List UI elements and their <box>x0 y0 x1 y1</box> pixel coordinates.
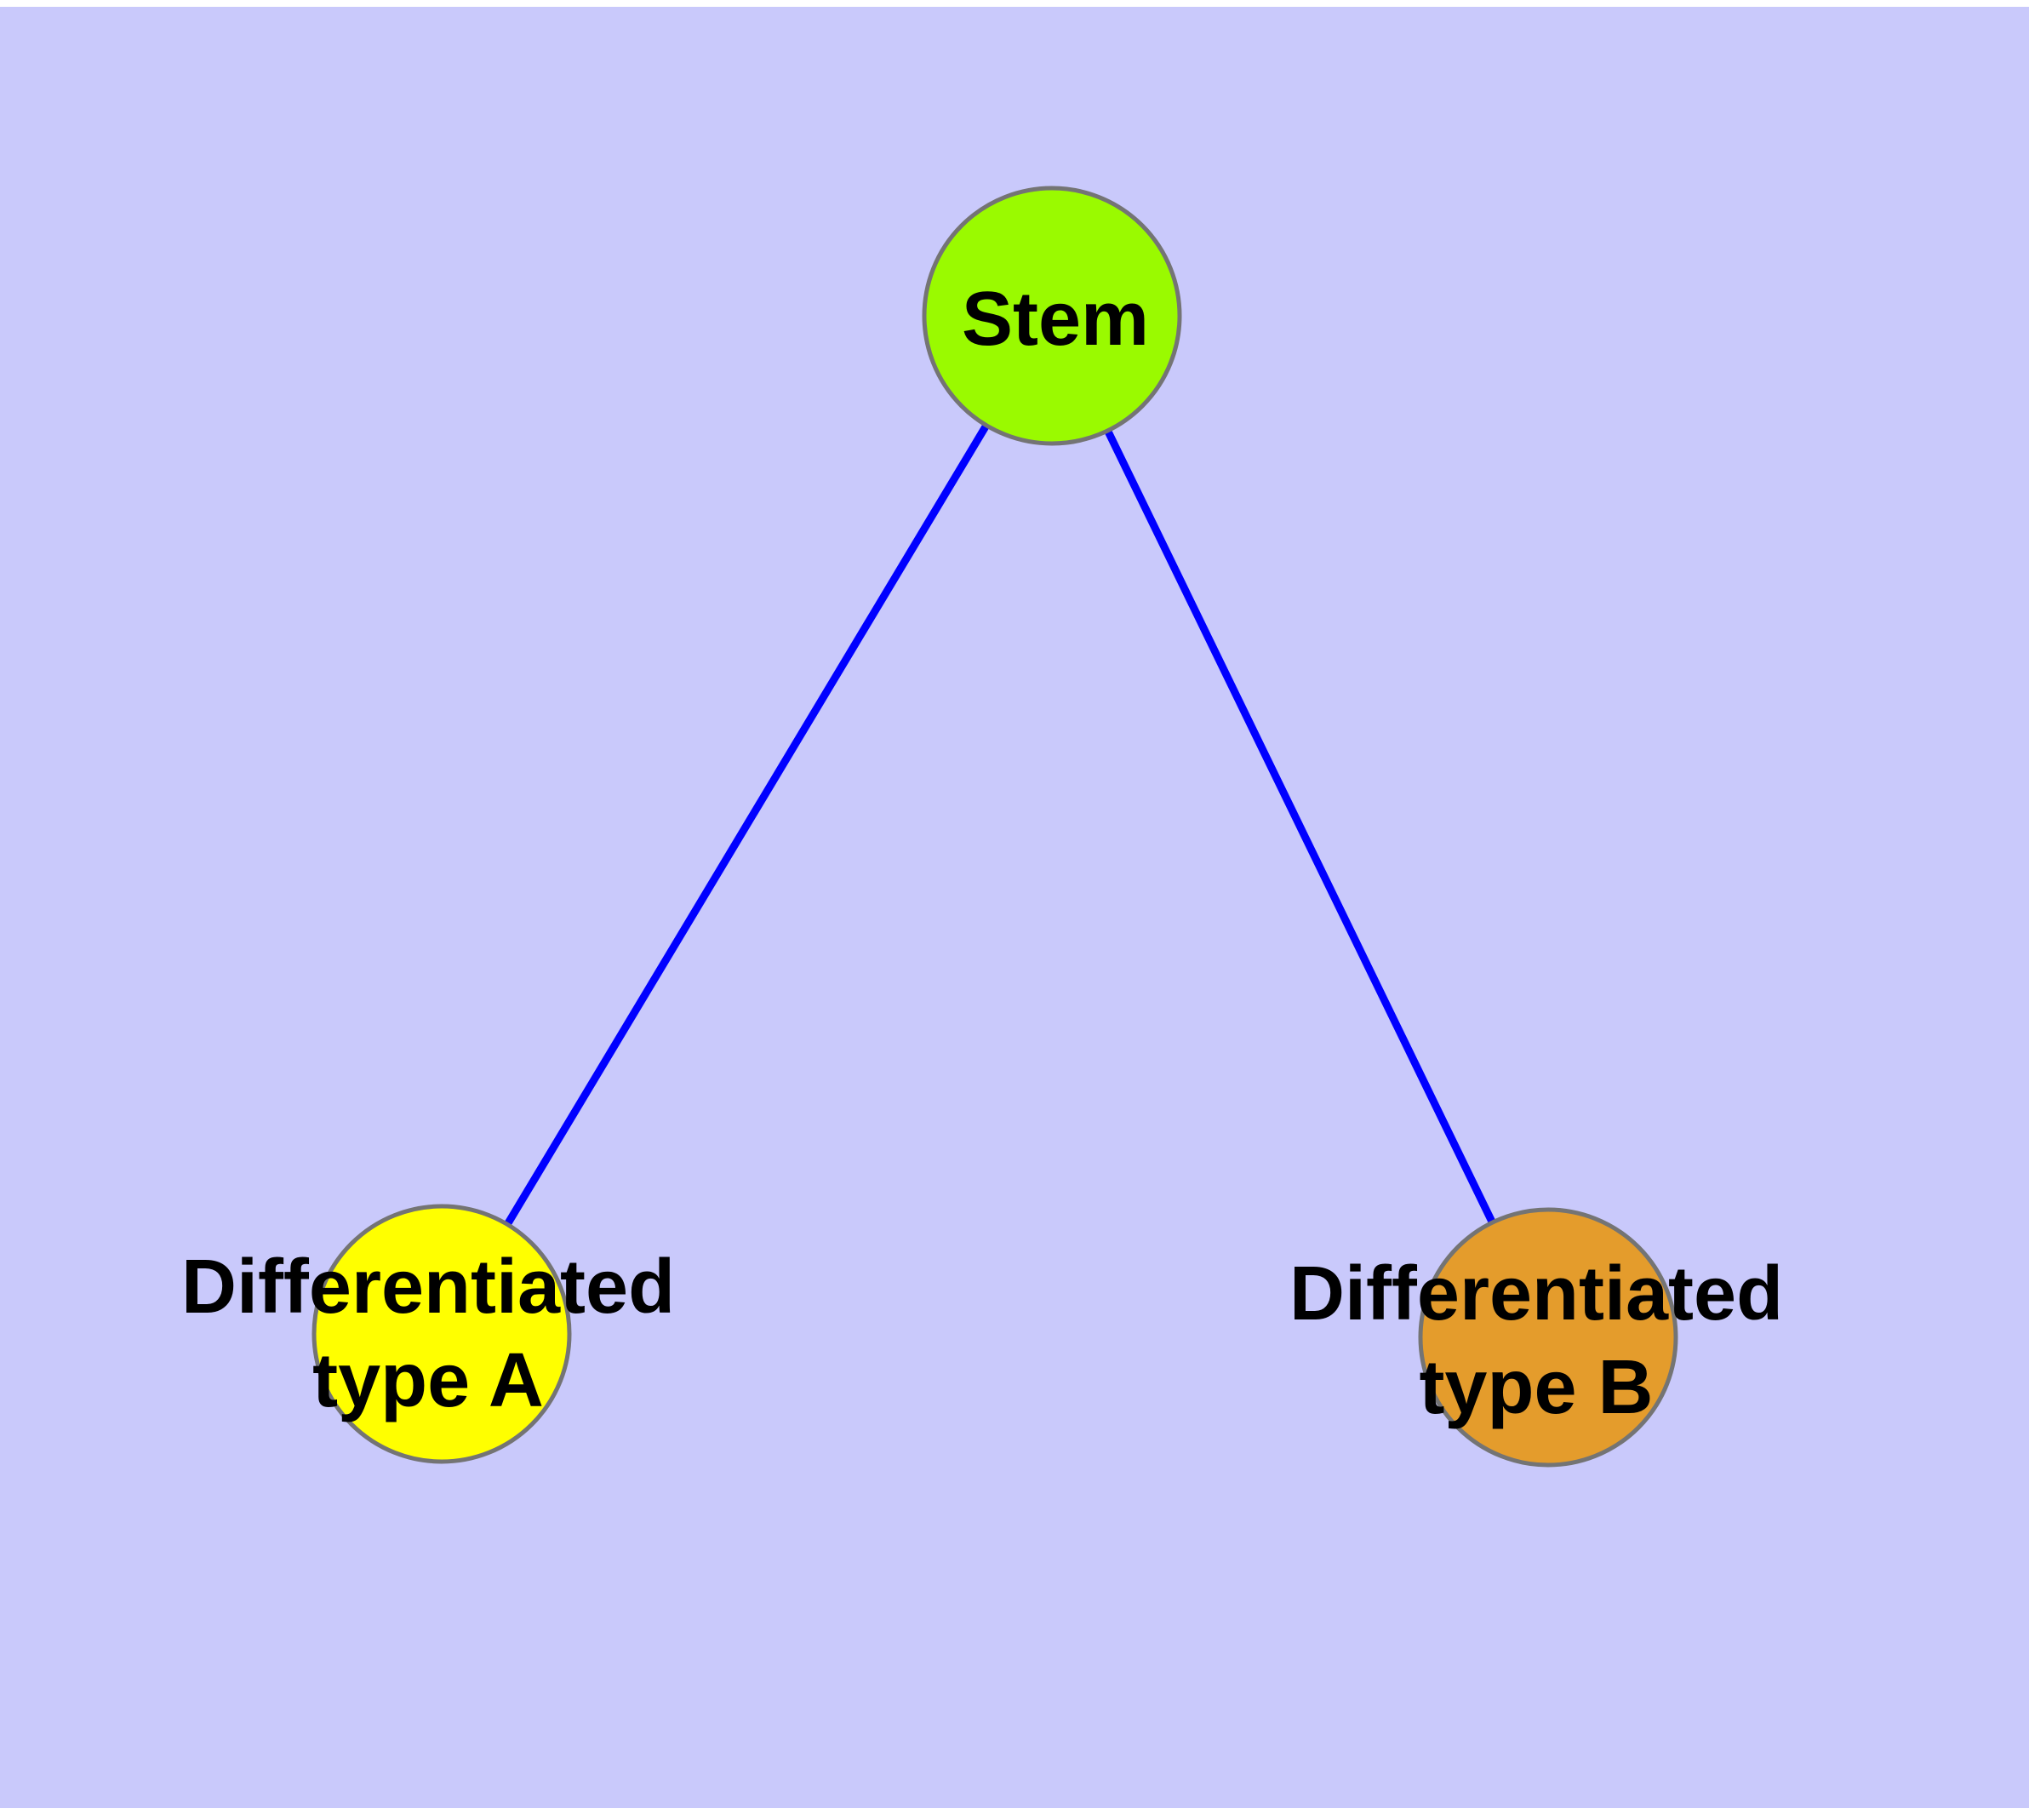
edge-stem-to-typeB <box>1048 314 1552 1339</box>
bottom-margin-strip <box>0 1808 2029 1820</box>
node-typeA-label-line1: Differentiated <box>180 1245 676 1330</box>
edge-stem-to-typeA <box>438 313 1055 1336</box>
node-typeB-label-line2: type B <box>1419 1345 1654 1430</box>
node-typeB-circle[interactable] <box>1418 1207 1678 1468</box>
node-stem-circle[interactable] <box>922 186 1182 446</box>
node-typeB-label: Differentiated type B <box>1289 1247 1783 1434</box>
node-typeA-label-line2: type A <box>312 1338 544 1423</box>
node-typeA-label: Differentiated type A <box>181 1240 675 1428</box>
node-typeA-circle[interactable] <box>311 1204 572 1464</box>
node-typeB-label-line1: Differentiated <box>1289 1251 1784 1336</box>
top-margin-strip <box>0 0 2029 7</box>
node-stem-label: Stem <box>961 277 1150 362</box>
